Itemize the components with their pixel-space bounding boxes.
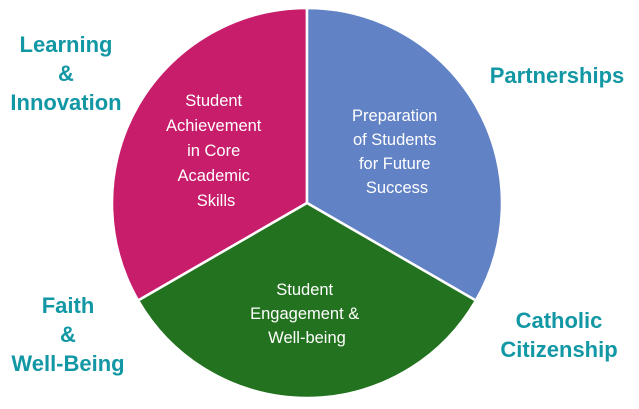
label-line: &: [60, 322, 76, 347]
slice-label-line: of Students: [353, 131, 436, 149]
slice-label-line: Success: [366, 179, 428, 197]
slice-label-student-achievement: Student Achievement in Core Academic Ski…: [166, 92, 266, 210]
slice-label-line: Preparation: [352, 107, 437, 125]
slice-label-line: for Future: [359, 155, 431, 173]
slice-label-line: Student: [276, 281, 333, 299]
slice-student-achievement: [110, 6, 309, 303]
slice-label-line: Skills: [197, 192, 236, 210]
label-line: Learning: [19, 32, 113, 57]
slice-preparation-of-students: [305, 6, 504, 303]
slice-label-line: Engagement &: [250, 305, 359, 323]
slice-label-preparation-of-students: Preparation of Students for Future Succe…: [352, 107, 442, 197]
label-line: Well-Being: [11, 351, 125, 376]
label-learning-innovation: Learning & Innovation: [2, 30, 130, 117]
label-line: Catholic: [515, 308, 603, 333]
label-line: Innovation: [10, 90, 122, 115]
slice-label-line: Student: [185, 92, 242, 110]
slice-label-line: Achievement: [166, 117, 262, 135]
slice-student-engagement: [136, 201, 478, 400]
label-catholic-citizenship: Catholic Citizenship: [490, 306, 628, 364]
label-partnerships: Partnerships: [478, 61, 636, 90]
slice-label-line: in Core: [187, 142, 240, 160]
label-line: Citizenship: [500, 337, 618, 362]
slice-label-line: Well-being: [268, 329, 346, 347]
label-line: &: [58, 61, 74, 86]
slice-label-line: Academic: [177, 167, 249, 185]
label-line: Faith: [41, 293, 95, 318]
slice-label-student-engagement: Student Engagement & Well-being: [250, 281, 364, 347]
label-faith-well-being: Faith & Well-Being: [2, 291, 134, 378]
label-line: Partnerships: [489, 63, 625, 88]
